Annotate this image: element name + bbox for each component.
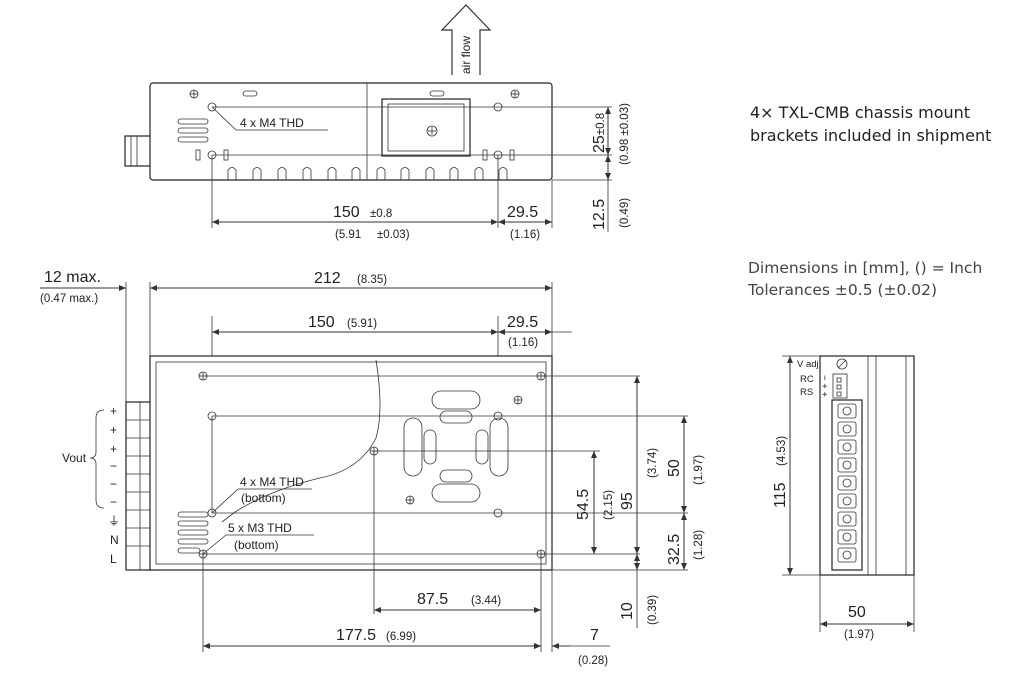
front-dim-212: 212 [314,270,341,287]
top-chassis [149,82,553,181]
front-dim-32-5: 32.5 [666,534,683,565]
side-dim-115-in: (4.53) [776,436,788,466]
front-dim-95-in: (3.74) [647,448,659,478]
front-dim-95: 95 [619,492,636,510]
terminal-label-7: ⏚ [108,514,120,528]
front-dim-12max: 12 max. [44,269,101,286]
front-dim-150: 150 [308,314,335,331]
top-dim-12-5: 12.5 [591,199,608,230]
terminal-label-4: − [110,459,117,473]
front-dim-54-5: 54.5 [575,489,592,520]
top-dim-25: 25±0.8 [591,113,608,153]
front-dim-87-5: 87.5 [417,591,448,608]
top-dim-150-in-tol: ±0.03) [377,229,410,241]
front-dim-54-5-in: (2.15) [603,490,615,520]
front-dim-10-in: (0.39) [647,595,659,625]
front-thread-m3-sub: (bottom) [234,538,279,552]
side-vadj-label: V adj [797,359,819,370]
fan-grille-icon [403,390,509,503]
front-thread-m4-sub: (bottom) [241,491,286,505]
front-dim-50: 50 [666,459,683,477]
mount-bracket-note: 4× TXL-CMB chassis mount brackets includ… [750,101,991,147]
top-dim-12-5-in: (0.49) [619,198,631,228]
front-dim-29-5-in: (1.16) [508,337,538,349]
front-dim-12max-in: (0.47 max.) [40,293,98,305]
dimensions-note: Dimensions in [mm], () = Inch Tolerances… [748,257,982,301]
top-dim-25-in: (0.98 ±0.03) [619,103,631,165]
top-dim-150: 150 [333,204,360,221]
terminal-label-5: − [110,477,117,491]
side-dim-50-in: (1.97) [844,629,874,641]
side-dim-50: 50 [848,604,866,621]
side-view: V adj RC RS + + − 115 (4.53) 50 (1.97) [772,355,915,641]
top-view: air flow [124,4,631,241]
front-dim-32-5-in: (1.28) [693,530,705,560]
front-dim-177-5-in: (6.99) [386,631,416,643]
front-thread-m4: 4 x M4 THD [240,475,304,489]
top-dim-25-tol: ±0.8 [595,113,607,135]
airflow-label: air flow [459,36,473,74]
terminal-label-2: + [110,423,117,437]
top-dim-29-5: 29.5 [507,204,538,221]
dims-note-line-1: Dimensions in [mm], () = Inch [748,259,983,277]
terminal-label-6: − [110,495,117,509]
mount-note-line-1: 4× TXL-CMB chassis mount [750,103,971,122]
front-dim-50-in: (1.97) [693,455,705,485]
airflow-arrow-icon [440,4,492,75]
front-dim-212-in: (8.35) [357,274,387,286]
top-dim-150-in: (5.91 [335,229,361,241]
vout-label: Vout [62,451,87,465]
vadj-potentiometer-icon [836,358,848,370]
top-thread-label: 4 x M4 THD [240,116,304,130]
side-rc-pins: + + − [820,375,831,397]
top-dim-150-tol: ±0.8 [370,208,392,220]
terminal-label-9: L [110,552,117,566]
terminal-label-1: + [110,404,117,418]
terminal-label-3: + [110,442,117,456]
front-dim-10: 10 [619,602,636,620]
top-input-connector [124,135,152,167]
side-dim-115: 115 [772,482,789,508]
side-rc-label: RC [800,374,814,385]
front-dim-150-in: (5.91) [347,318,377,330]
front-dim-7: 7 [590,627,599,644]
front-thread-m3: 5 x M3 THD [228,521,292,535]
front-chassis [149,355,553,571]
front-dim-7-in: (0.28) [578,655,608,667]
front-dim-177-5: 177.5 [336,627,376,644]
front-dim-29-5: 29.5 [507,314,538,331]
top-label-window [381,98,471,157]
front-dim-87-5-in: (3.44) [471,595,501,607]
terminal-label-8: N [110,533,119,547]
side-rs-label: RS [800,387,813,398]
mount-note-line-2: brackets included in shipment [750,126,992,145]
dims-note-line-2: Tolerances ±0.5 (±0.02) [748,281,938,299]
front-view: 12 max. (0.47 max.) 212 (8.35) 150 (5.91… [40,269,705,667]
top-dim-29-5-in: (1.16) [510,229,540,241]
